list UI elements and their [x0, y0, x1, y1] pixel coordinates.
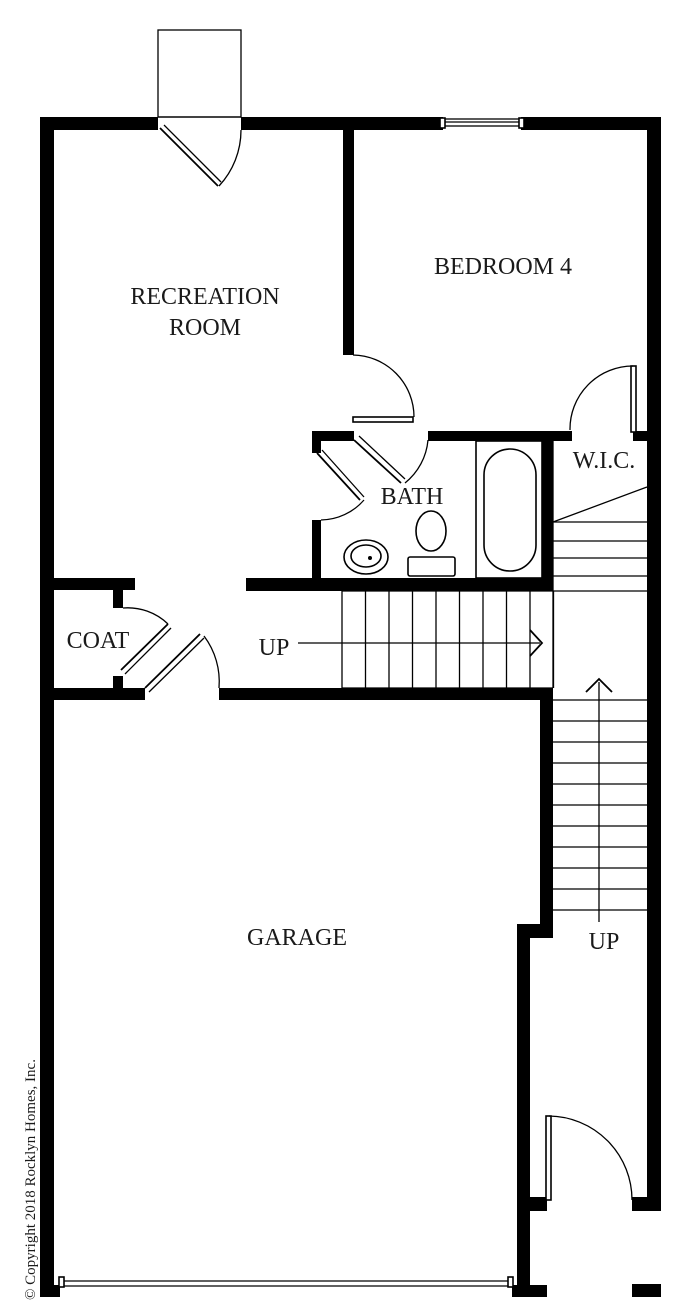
door-bay-leaf [159, 127, 219, 187]
wall-bath-west-a [312, 431, 321, 453]
door-bath-leaf-2 [358, 435, 406, 480]
bay-projection [157, 29, 242, 118]
stair-arrow-v-head [585, 677, 613, 693]
wall-bath-north-b [428, 431, 572, 441]
door-coat-swing [122, 607, 169, 625]
wall-bath-west-b [312, 520, 321, 580]
door-garage-swing [203, 635, 220, 689]
exterior-walls [40, 117, 661, 1297]
wall-wic-north [633, 431, 661, 441]
door-bay-swing [218, 129, 242, 187]
door-garage-leaf [144, 633, 201, 689]
toilet-bowl [415, 510, 447, 552]
door-wic-swing [569, 365, 634, 431]
door-entry-swing [548, 1115, 633, 1201]
label-recreation-1: RECREATION [130, 284, 279, 310]
wall-north-mid [241, 117, 443, 130]
label-bedroom: BEDROOM 4 [434, 254, 572, 280]
door-bath-swing [404, 439, 429, 484]
sink-drain [368, 556, 372, 560]
wall-stair-west [540, 688, 553, 938]
label-wic: W.I.C. [573, 448, 635, 474]
sink-inner [350, 544, 382, 568]
wall-garage-east [517, 924, 530, 1297]
door-bay-leaf-2 [163, 124, 222, 183]
copyright-text: © Copyright 2018 Rocklyn Homes, Inc. [23, 1059, 39, 1300]
wall-garage-north-right [219, 688, 553, 700]
door-linen-swing [320, 499, 365, 521]
label-garage: GARAGE [247, 925, 347, 951]
bath-fixtures [343, 440, 543, 579]
wall-entry-jamb-w [530, 1197, 547, 1211]
bathtub-inner [483, 448, 537, 572]
door-bedroom-leaf [352, 416, 414, 423]
interior-walls [40, 117, 661, 1297]
bedroom-window-jamb-r [518, 117, 525, 129]
toilet-tank [407, 556, 456, 577]
wall-south-entry [632, 1284, 661, 1297]
stair-arrow-h-head [529, 629, 544, 657]
label-bath: BATH [381, 484, 444, 510]
wall-coat-north [40, 578, 135, 590]
window-bay [157, 29, 525, 129]
wall-bath-north-a [312, 431, 354, 441]
label-coat: COAT [67, 628, 130, 654]
door-bath-leaf [353, 439, 402, 484]
wall-east-upper [647, 117, 661, 1197]
bedroom-window-jamb-l [439, 117, 446, 129]
door-garage-leaf-2 [148, 637, 205, 693]
door-wic-leaf [630, 365, 637, 433]
wall-west [40, 117, 54, 1297]
doors [58, 124, 637, 1288]
stair-upper-diag [552, 486, 648, 523]
wall-south-left [40, 1285, 60, 1297]
stairs [298, 441, 648, 922]
door-bedroom-swing [352, 354, 415, 418]
door-coat-leaf [120, 623, 169, 671]
room-labels: RECREATION ROOM BEDROOM 4 BATH W.I.C. CO… [23, 254, 635, 1300]
garage-door-jamb-l [58, 1276, 65, 1288]
wall-north-right [521, 117, 661, 130]
door-linen-leaf-2 [321, 449, 365, 498]
label-recreation-2: ROOM [169, 315, 241, 341]
garage-door-jamb-r [507, 1276, 514, 1288]
door-coat-leaf-2 [124, 627, 172, 675]
wall-garage-north-left [40, 688, 145, 700]
wall-stair-north [246, 578, 553, 591]
wall-entry-jamb-e [632, 1197, 661, 1211]
label-stair-up-v: UP [589, 929, 620, 955]
door-linen-leaf [316, 452, 361, 501]
wall-north-left [40, 117, 158, 130]
door-entry-leaf [545, 1115, 552, 1201]
wall-rec-bed [343, 117, 354, 355]
wall-coat-east-a [113, 578, 123, 608]
wall-bath-wic [542, 431, 553, 591]
label-stair-up-h: UP [259, 635, 290, 661]
